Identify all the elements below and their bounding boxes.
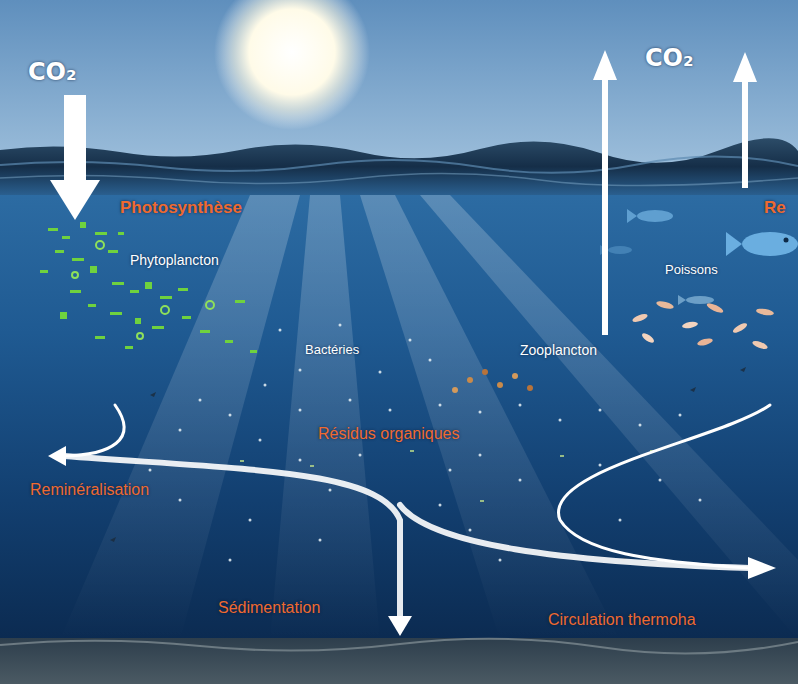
process-label: Re [764,198,786,218]
process-label: Résidus organiques [318,424,459,443]
process-label: Circulation thermoha [548,610,696,629]
co2-label: CO₂ [645,44,694,73]
organism-label: Bactéries [305,342,359,358]
process-label: Photosynthèse [120,198,242,218]
co2-label: CO₂ [28,58,77,87]
organism-label: Zooplancton [520,342,597,359]
organism-label: Phytoplancton [130,252,219,269]
process-label: Reminéralisation [30,480,149,499]
process-label: Sédimentation [218,598,320,617]
organism-label: Poissons [665,262,718,278]
